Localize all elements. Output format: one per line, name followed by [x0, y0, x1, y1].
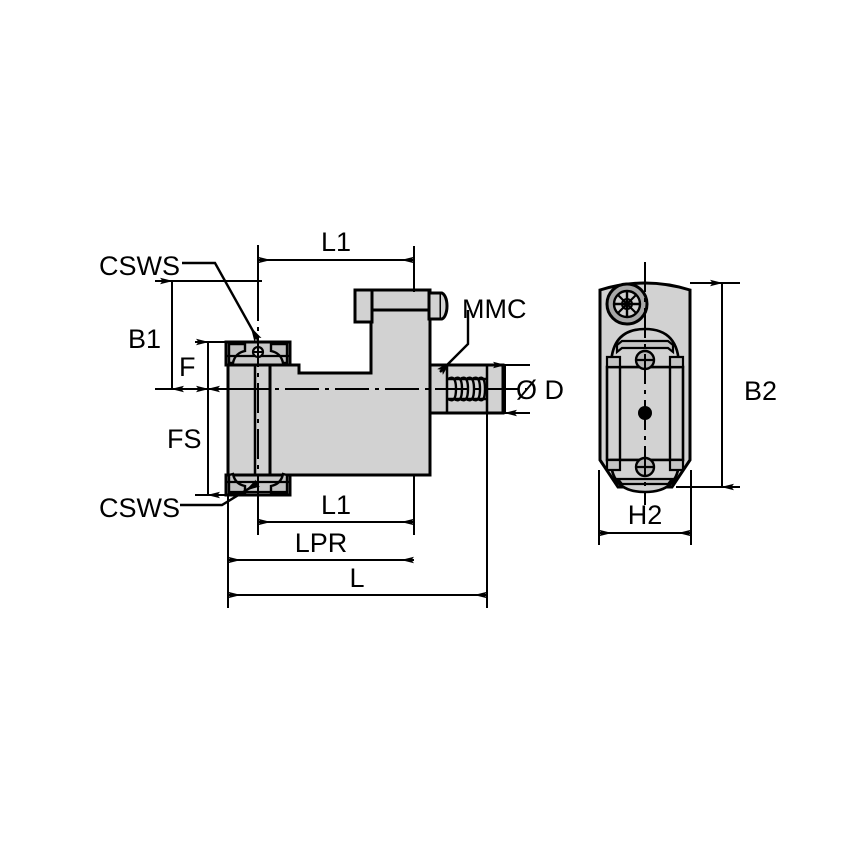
label-fs: FS	[167, 424, 202, 454]
side-view-seat-top-tab-right	[668, 355, 685, 369]
csws-bottom-leader	[180, 479, 261, 507]
label-f: F	[179, 352, 196, 382]
insert-seat-top	[224, 340, 292, 367]
label-csws-top: CSWS	[99, 251, 180, 281]
front-view-riser-head	[369, 288, 432, 312]
front-view	[185, 245, 527, 520]
label-l1-top: L1	[321, 227, 351, 257]
label-l1-bottom: L1	[321, 490, 351, 520]
side-view-seat-bottom-tab-left	[605, 458, 622, 472]
csws-top-leader	[182, 261, 262, 342]
side-view-seat-bottom-tab-right	[668, 458, 685, 472]
leader-lines	[180, 261, 470, 507]
label-b1: B1	[128, 324, 161, 354]
label-mmc: MMC	[462, 294, 526, 324]
side-view-mounting-bolt	[605, 282, 649, 326]
label-lpr: LPR	[295, 528, 348, 558]
label-diameter-d: Ø D	[516, 375, 564, 405]
label-h2: H2	[628, 500, 663, 530]
side-view	[598, 262, 692, 505]
dimension-lines-front	[155, 246, 530, 608]
mmc-leader	[437, 310, 470, 375]
front-view-riser-right-key	[427, 291, 443, 321]
side-view-seat-top-tab-left	[605, 355, 622, 369]
label-l: L	[349, 563, 364, 593]
front-view-flange	[226, 363, 272, 477]
label-csws-bottom: CSWS	[99, 493, 180, 523]
side-view-seat-bottom-bracket	[615, 477, 675, 486]
dimension-lines-side	[598, 279, 740, 545]
label-b2: B2	[744, 376, 777, 406]
front-view-riser-right-key-round	[440, 291, 449, 321]
front-view-riser-left-key	[353, 288, 374, 324]
